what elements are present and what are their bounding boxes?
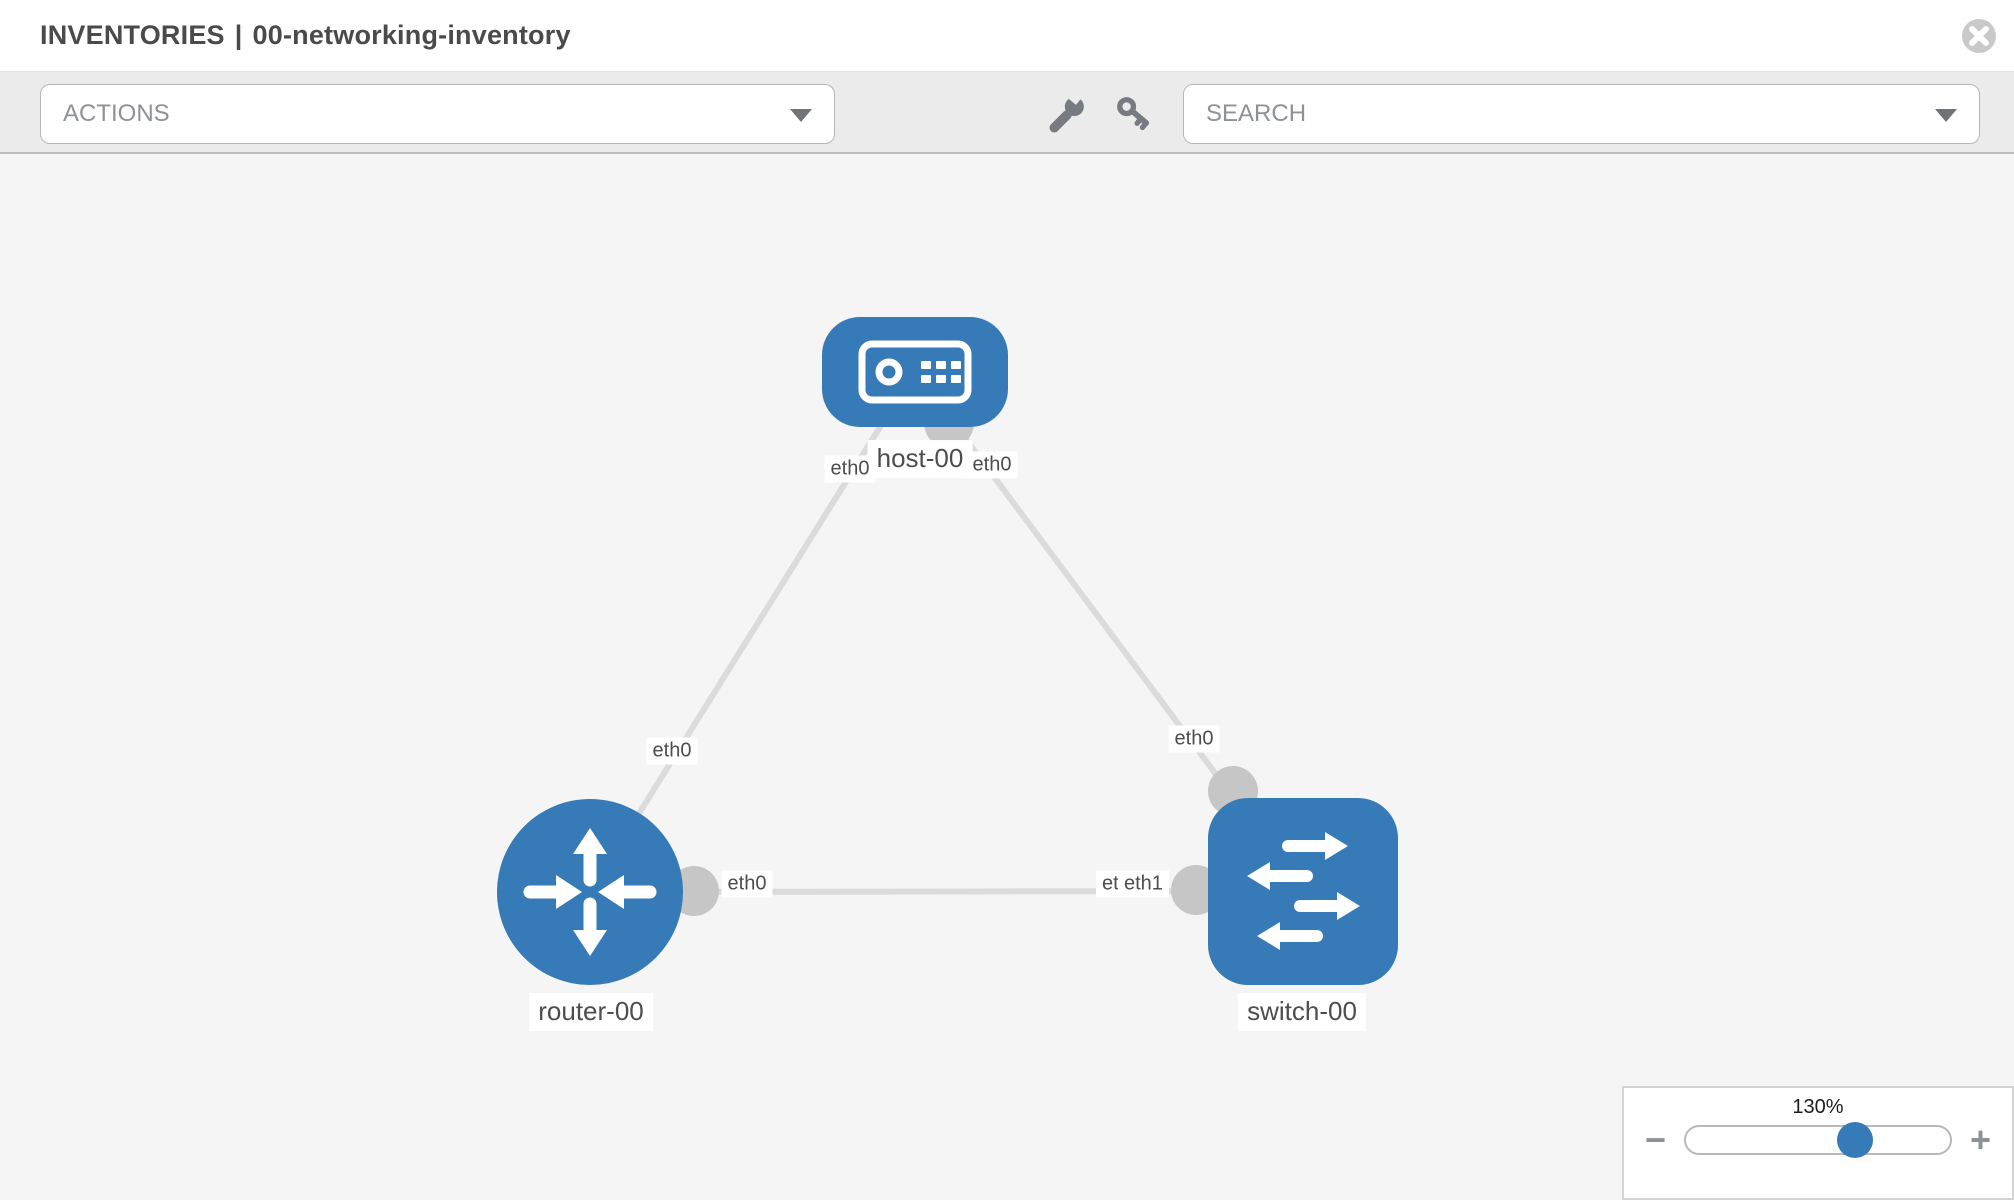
credentials-button[interactable] xyxy=(1106,86,1162,142)
zoom-in-button[interactable]: + xyxy=(1970,1119,1992,1160)
search-placeholder: SEARCH xyxy=(1206,100,1307,127)
switch-icon xyxy=(1247,832,1360,950)
breadcrumb: INVENTORIES | 00-networking-inventory xyxy=(40,20,571,51)
iface-label-switch-eth0-host-link: eth0 xyxy=(1168,725,1220,753)
tools-button[interactable] xyxy=(1040,86,1096,142)
node-host-00[interactable] xyxy=(822,317,1008,427)
iface-label-switch-eth1: eth1 xyxy=(1118,870,1169,898)
node-switch-00[interactable] xyxy=(1208,798,1398,985)
iface-label-host-eth0-router-link: eth0 xyxy=(824,455,876,483)
actions-dropdown-label: ACTIONS xyxy=(63,100,170,127)
key-icon xyxy=(1117,97,1150,131)
iface-label-router-eth0-switch-link: eth0 xyxy=(721,870,773,898)
host-icon xyxy=(858,340,972,404)
close-icon xyxy=(1962,19,1996,53)
close-button[interactable] xyxy=(1961,18,1997,54)
node-label-router: router-00 xyxy=(529,993,653,1031)
breadcrumb-section: INVENTORIES xyxy=(40,20,225,50)
iface-label-host-eth0-switch-link: eth0 xyxy=(966,451,1018,479)
toolbar: ACTIONS SEARCH xyxy=(0,72,2014,154)
router-icon xyxy=(523,828,657,956)
wrench-icon xyxy=(1049,95,1084,133)
iface-label-router-eth0-host-link: eth0 xyxy=(646,737,698,765)
search-dropdown[interactable]: SEARCH xyxy=(1183,84,1980,144)
zoom-out-button[interactable]: − xyxy=(1644,1119,1666,1160)
topology-graph xyxy=(497,317,1398,985)
zoom-panel: 130% − + xyxy=(1622,1086,2014,1200)
node-label-switch: switch-00 xyxy=(1238,993,1366,1031)
chevron-down-icon xyxy=(1935,109,1957,122)
breadcrumb-inventory-name: 00-networking-inventory xyxy=(252,20,571,50)
topology-canvas[interactable]: host-00 router-00 switch-00 eth0 eth0 et… xyxy=(0,156,2014,1200)
actions-dropdown[interactable]: ACTIONS xyxy=(40,84,835,144)
zoom-slider-track[interactable] xyxy=(1684,1122,1952,1158)
header: INVENTORIES | 00-networking-inventory xyxy=(0,0,2014,72)
chevron-down-icon xyxy=(790,109,812,122)
breadcrumb-separator: | xyxy=(234,20,243,50)
zoom-level: 130% xyxy=(1792,1096,1844,1118)
node-label-host: host-00 xyxy=(867,440,973,478)
zoom-slider-thumb[interactable] xyxy=(1836,1122,1873,1158)
node-router-00[interactable] xyxy=(497,799,683,985)
